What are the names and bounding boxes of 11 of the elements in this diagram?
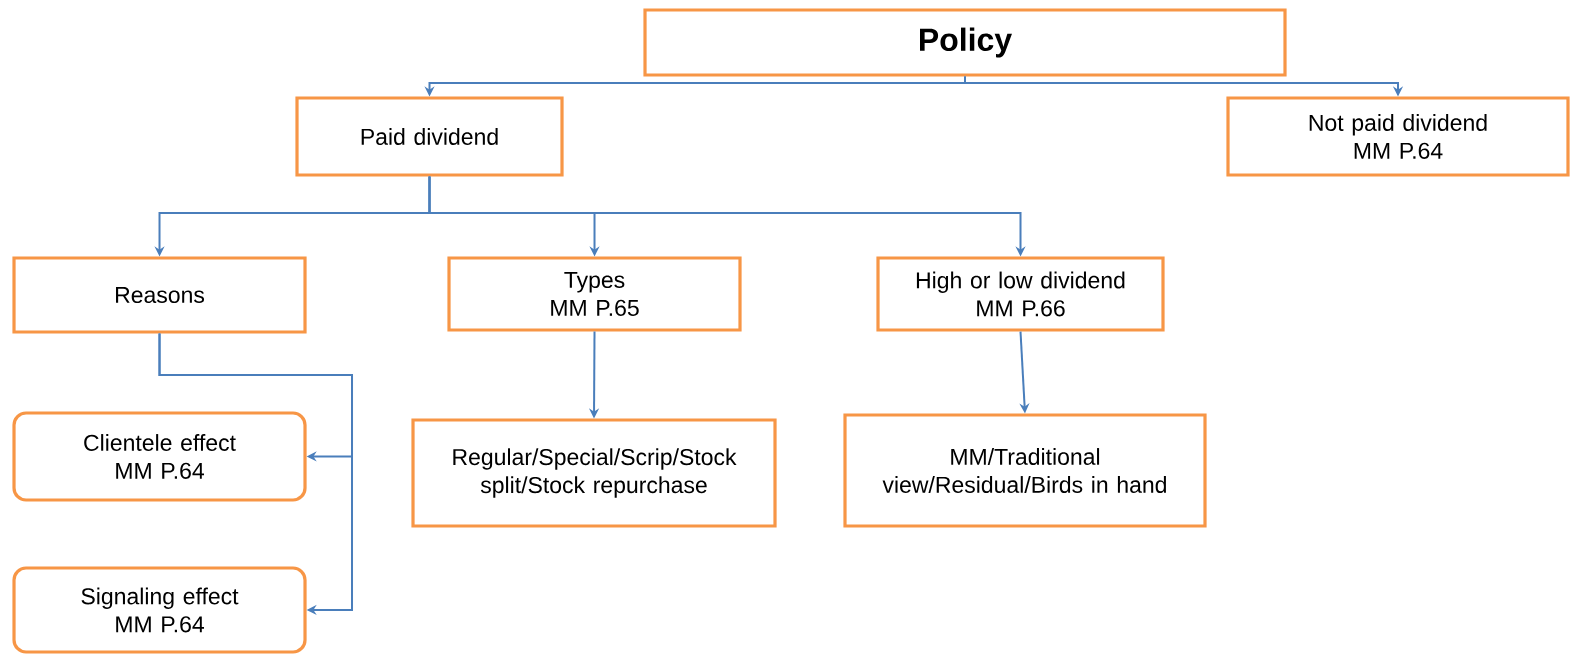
rounded-box: Signaling effect MM P.64 [12, 566, 307, 654]
process-box: Types MM P.65 [447, 256, 742, 332]
process-box: Regular/Special/Scrip/Stock split/Stock repurchase [411, 418, 777, 528]
process-box: Paid dividend [295, 96, 564, 177]
process-box: Not paid dividend MM P.64 [1226, 96, 1570, 177]
title-box: Policy [643, 8, 1287, 77]
arrow [158, 332, 353, 616]
process-box: Reasons [12, 256, 307, 334]
process-box: MM/Traditional view/Residual/Birds in hand [843, 413, 1207, 528]
rounded-box: Clientele effect MM P.64 [12, 411, 307, 502]
process-box: High or low dividend MM P.66 [876, 256, 1165, 332]
